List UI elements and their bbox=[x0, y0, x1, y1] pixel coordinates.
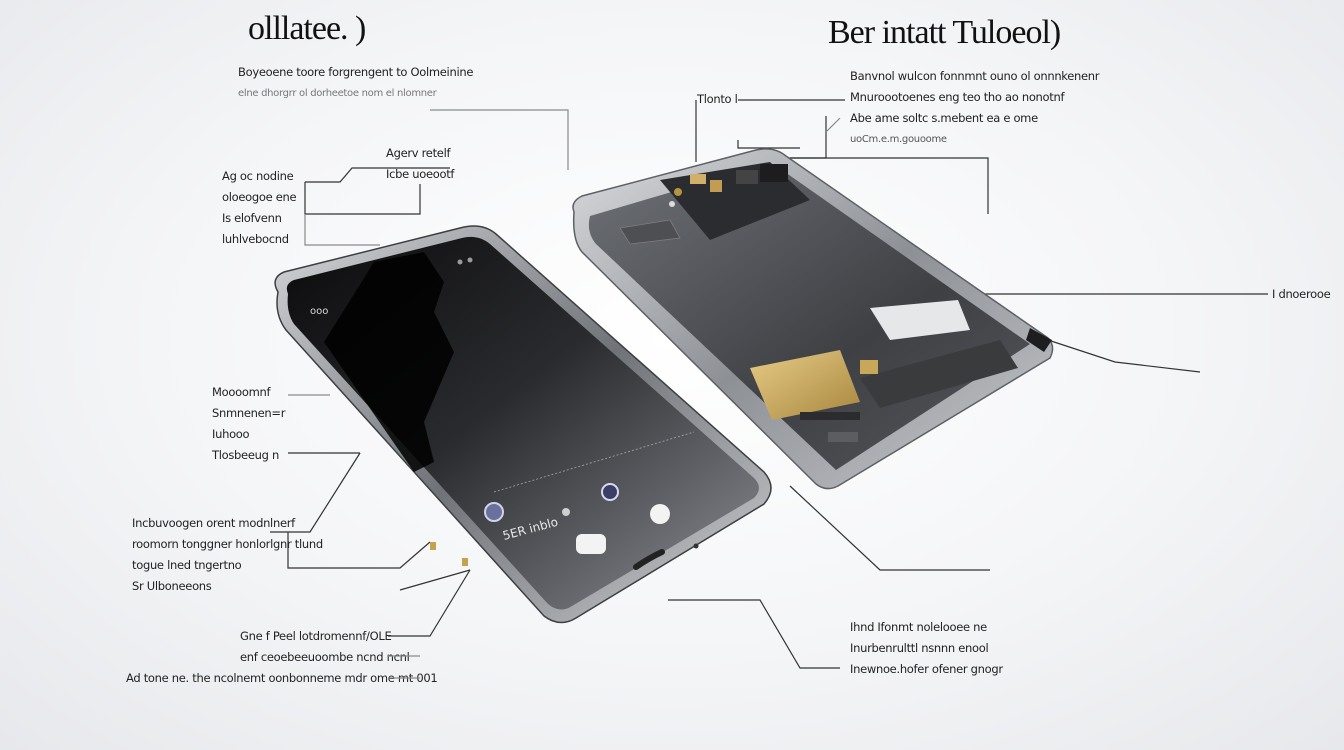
callout-top-right-tag: Tlonto l bbox=[697, 92, 738, 106]
callout-left-c: Incbuvoogen orent modnlnerf roomorn tong… bbox=[132, 516, 323, 593]
top-left-subtitle: Boyeoene toore forgrengent to Oolmeinine… bbox=[238, 65, 474, 99]
callout-bottom-right: Ihnd Ifonmt nolelooee ne Inurbenrulttl n… bbox=[850, 620, 1003, 676]
left-title: olllatee. ) bbox=[248, 10, 366, 47]
callout-left-a: Ag oc nodine oloeogoe ene Is elofvenn lu… bbox=[222, 169, 297, 246]
callout-right-mid: I dnoerooe bbox=[1272, 287, 1331, 301]
right-title: Ber intatt Tuloeol) bbox=[828, 14, 1061, 51]
callout-bottom-left: Gne f Peel lotdromennf/OLE enf ceoebeeuo… bbox=[126, 629, 438, 685]
callout-top-left: Agerv retelf Icbe uoeootf bbox=[386, 146, 455, 181]
phone-back-internals bbox=[572, 148, 1054, 490]
callout-left-b: Moooomnf Snmnenen=r Iuhooo Tlosbeeug n bbox=[212, 385, 286, 462]
phone-front: 5ER inblo ooo bbox=[274, 225, 772, 624]
phone-status-text: ooo bbox=[310, 306, 328, 317]
callout-top-right: Banvnol wulcon fonnmnt ouno ol onnnkenen… bbox=[850, 69, 1100, 145]
